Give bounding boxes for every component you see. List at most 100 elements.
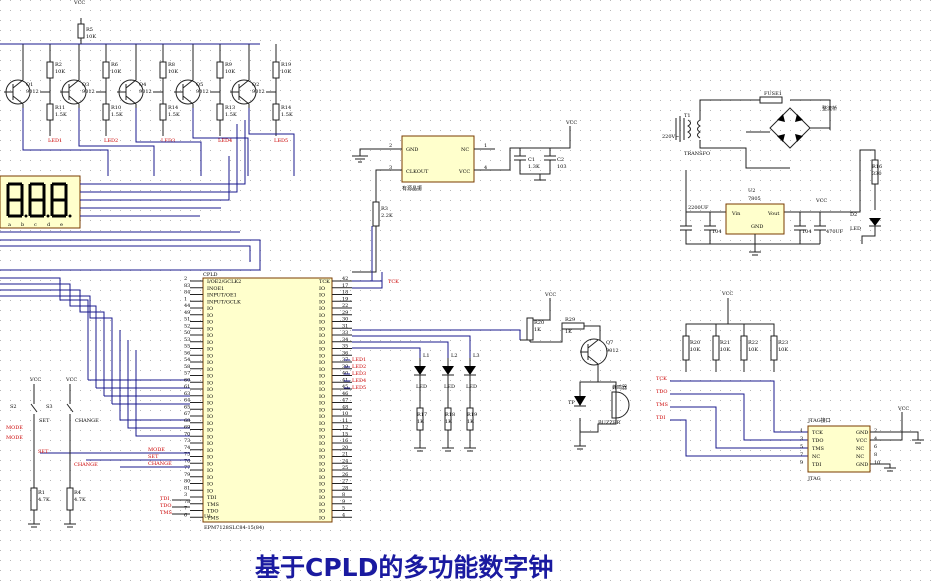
buzzer-q-part: 9012 <box>606 348 619 354</box>
pin-label: IO <box>319 333 325 339</box>
pin-label: IO <box>207 455 213 461</box>
jtag-num-left: 5 <box>800 444 803 450</box>
pin-number: 77 <box>184 465 190 471</box>
jtag-pin-left: TDO <box>812 438 823 444</box>
pin-number: 60 <box>184 377 190 383</box>
osc-label: 有源晶振 <box>402 185 422 192</box>
pin-number: 22 <box>342 303 348 309</box>
pin-number: 41 <box>342 377 348 383</box>
net-change-label: CHANGE <box>148 461 172 467</box>
pin-label: IO <box>207 461 213 467</box>
pin-label: IO <box>319 509 325 515</box>
pin-number: 25 <box>342 465 348 471</box>
switch-vcc: VCC <box>65 377 77 383</box>
cpld-name: CPLD <box>203 272 218 278</box>
cap-c3: 2200UF <box>688 205 709 211</box>
osc-vcc: VCC <box>565 120 577 126</box>
pin-label: IO <box>319 441 325 447</box>
driver-q-part: 9012 <box>252 89 265 95</box>
switch-net-change: CHANGE <box>74 462 98 468</box>
cpld-right-pin: 4 IO <box>319 512 352 521</box>
c1-value: 1.3K <box>528 164 540 170</box>
led-ref: L1 <box>423 353 430 359</box>
c1-label: C1 <box>528 157 535 163</box>
reg-ref: U2 <box>748 188 755 194</box>
pin-number: 56 <box>184 350 190 356</box>
pin-label: IO <box>319 387 325 393</box>
jtag-name: JTAG接口 <box>807 417 831 424</box>
pin-label: IO <box>207 367 213 373</box>
jtag-pin-left: TCK <box>812 430 823 436</box>
pin-label: IO <box>319 428 325 434</box>
pin-label: IO <box>207 333 213 339</box>
osc-num-1: 1 <box>484 143 487 149</box>
pin-label: TCK <box>319 279 330 285</box>
driver-rb: R9 <box>225 62 232 68</box>
power-rv: 330 <box>872 171 882 177</box>
pin-number: 12 <box>342 425 348 431</box>
cpld-left-nets: MODE SET CHANGE TDI TDO TMS <box>40 447 190 516</box>
pin-number: 50 <box>184 330 190 336</box>
led-label: LED <box>444 384 455 390</box>
led-ref: L3 <box>473 353 480 359</box>
digit-3 <box>50 182 72 218</box>
pin-number: 4 <box>342 512 345 518</box>
driver-q-part: 9012 <box>82 89 95 95</box>
pin-label: IO <box>319 353 325 359</box>
jtag-pin-left: TMS <box>812 446 824 452</box>
pullup-value: 10K <box>720 347 730 353</box>
pin-label: IO <box>207 360 213 366</box>
pin-label: IO <box>319 502 325 508</box>
pin-number: 64 <box>184 398 190 404</box>
digit-2 <box>28 182 50 218</box>
pullup-ref: R20 <box>690 340 700 346</box>
jtag-pin-left: TDI <box>812 462 821 468</box>
switch-ref: S2 <box>10 404 17 410</box>
net-led4-label: LED4 <box>352 378 366 384</box>
pin-number: 8 <box>342 492 345 498</box>
pin-label: IO <box>207 475 213 481</box>
switch-rv: 4.7K <box>38 497 50 503</box>
osc-pin-nc: NC <box>461 147 469 153</box>
pin-number: 34 <box>342 337 348 343</box>
pin-label: IO <box>319 347 325 353</box>
c2-label: C2 <box>557 157 564 163</box>
pin-label: INPUT/GCLK <box>207 299 241 305</box>
jtag-net-tdi: TDI <box>656 415 665 421</box>
cap-c4: 104 <box>712 229 722 235</box>
pin-label: IO <box>207 320 213 326</box>
pin-label: IO <box>319 394 325 400</box>
switch-rv: 4.7K <box>74 497 86 503</box>
net-led5-label: LED5 <box>352 385 366 391</box>
transformer-ref: T1 <box>684 113 691 119</box>
pullup-ref: R21 <box>720 340 730 346</box>
pin-label: IO <box>319 488 325 494</box>
pin-number: 54 <box>184 357 190 363</box>
pullup-ref: R23 <box>778 340 788 346</box>
cap-c5: 104 <box>802 229 812 235</box>
